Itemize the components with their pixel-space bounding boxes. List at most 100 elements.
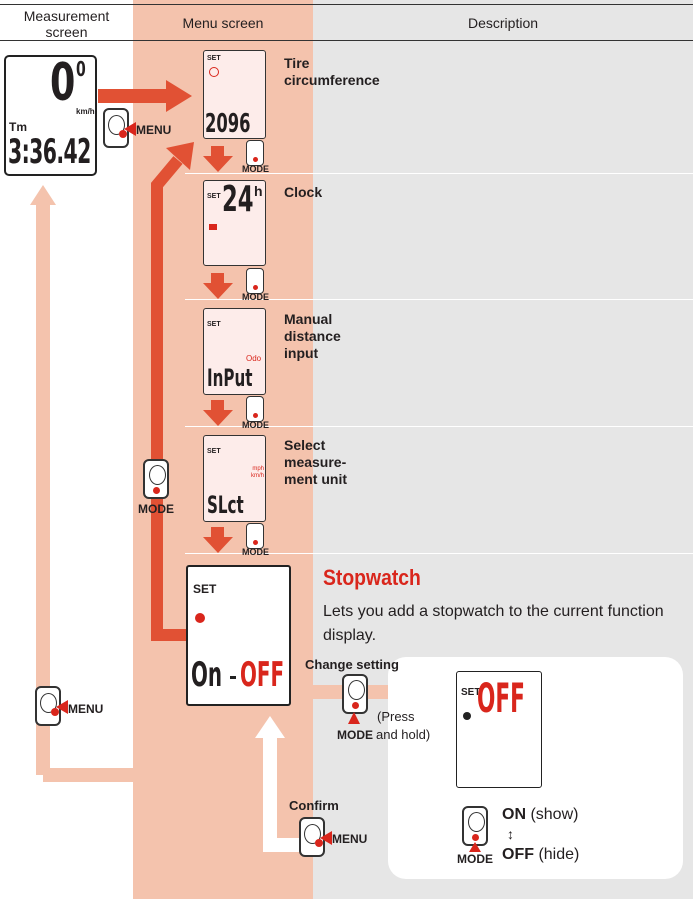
stopwatch-lcd: SET On OFF [186, 565, 291, 706]
clock-lcd: SET 24 h [203, 179, 266, 266]
mode-button[interactable] [246, 140, 264, 166]
on-option: ON (show) [502, 806, 578, 824]
mode-loop-arrow [151, 156, 186, 641]
speed-unit: km/h [76, 107, 95, 116]
button-indicator-icon [119, 130, 127, 138]
stopwatch-description: Lets you add a stopwatch to the current … [323, 603, 664, 644]
measurement-lcd: 0 0 km/h Tm 3:36.42 [4, 55, 97, 176]
button-indicator-icon [253, 413, 258, 418]
label-tire: Tire circumference [284, 55, 380, 88]
off-label: OFF [502, 846, 534, 863]
stopwatch-off-value: OFF [240, 655, 285, 695]
clock-value: 24 [222, 179, 254, 220]
menu-arrow-icon [124, 122, 136, 136]
set-indicator: SET [193, 582, 217, 596]
off-desc: (hide) [538, 846, 580, 863]
tire-lcd: SET 2096 [203, 50, 266, 139]
clock-icon [209, 224, 217, 230]
stopwatch-icon [195, 613, 205, 623]
button-indicator-icon [153, 487, 160, 494]
down-arrows [203, 146, 233, 553]
button-face-icon [468, 812, 485, 832]
set-indicator: SET [207, 193, 221, 200]
header-top-line [0, 4, 693, 5]
toggle-arrows: ↕ [507, 826, 514, 842]
time-readout: 3:36.42 [8, 132, 91, 172]
set-indicator: SET [207, 321, 221, 328]
mode-button[interactable] [246, 523, 264, 549]
button-face-icon [149, 465, 166, 485]
menu-arrow-icon [56, 700, 68, 714]
press-hold-text: (Press [377, 709, 415, 724]
label-manual-distance: Manual distance input [284, 311, 341, 361]
return-loop-arrow [36, 205, 160, 782]
button-indicator-icon [472, 834, 479, 841]
clock-unit: h [254, 183, 263, 199]
label-unit-select: Select measure- ment unit [284, 437, 347, 487]
menu-button-label: MENU [136, 123, 172, 137]
return-menu-label: MENU [68, 702, 104, 716]
legend-mode-button[interactable] [462, 806, 488, 846]
button-face-icon [348, 680, 365, 700]
header-description: Description [467, 15, 539, 31]
tire-icon [209, 67, 219, 77]
button-indicator-icon [253, 285, 258, 290]
stopwatch-title: Stopwatch [323, 565, 421, 590]
mode-button-label: MODE [242, 547, 269, 557]
button-indicator-icon [315, 839, 323, 847]
button-indicator-icon [51, 708, 59, 716]
set-indicator: SET [207, 448, 221, 455]
menu-arrow-icon [320, 831, 332, 845]
mode-button-label: MODE [242, 164, 269, 174]
odo-label: Odo [246, 354, 262, 363]
up-arrow-icon [348, 712, 360, 724]
return-loop-arrowhead [30, 185, 56, 205]
button-indicator-icon [253, 157, 258, 162]
set-indicator: SET [461, 687, 481, 698]
set-indicator: SET [207, 55, 221, 62]
tm-label: Tm [9, 120, 27, 134]
button-indicator-icon [352, 702, 359, 709]
mode-button[interactable] [246, 396, 264, 422]
unit-options: mph km/h [250, 466, 264, 479]
setting-lcd: SET OFF [456, 671, 542, 788]
row-divider [185, 299, 693, 300]
menu-entry-arrowhead [166, 80, 192, 112]
confirm-arrow [263, 735, 300, 852]
button-indicator-icon [253, 540, 258, 545]
off-option: OFF (hide) [502, 846, 579, 864]
change-mode-button[interactable] [342, 674, 368, 714]
mode-loop-arrowhead [166, 142, 194, 170]
speed-readout: 0 [50, 53, 76, 113]
up-arrow-icon [469, 842, 481, 852]
separator-dot [230, 676, 236, 679]
mode-button-label: MODE [242, 420, 269, 430]
header-measurement-screen: Measurement screen [23, 8, 110, 40]
stopwatch-on-value: On [191, 655, 223, 695]
label-clock: Clock [284, 184, 323, 200]
change-mode-label: MODE [337, 728, 373, 742]
on-label: ON [502, 806, 526, 823]
loop-mode-button[interactable] [143, 459, 169, 499]
change-setting-label: Change setting [305, 657, 399, 672]
confirm-arrowhead [255, 716, 285, 738]
stopwatch-icon [463, 712, 471, 720]
input-value: InPut [207, 364, 253, 392]
confirm-menu-label: MENU [332, 832, 368, 846]
unit-select-lcd: SET mph km/h SLct [203, 435, 266, 522]
legend-mode-label: MODE [457, 852, 493, 866]
and-hold-text: and hold) [376, 727, 431, 742]
manual-distance-lcd: SET Odo InPut [203, 308, 266, 395]
confirm-label: Confirm [289, 798, 339, 813]
header-bottom-line [0, 40, 693, 41]
mode-button[interactable] [246, 268, 264, 294]
select-value: SLct [207, 491, 244, 519]
speed-decimal: 0 [76, 57, 86, 81]
row-divider [185, 553, 693, 554]
header-menu-screen: Menu screen [182, 15, 264, 31]
setting-off-value: OFF [477, 676, 525, 722]
tire-value: 2096 [205, 109, 251, 139]
row-divider [185, 426, 693, 427]
loop-mode-label: MODE [138, 502, 174, 516]
row-divider [185, 173, 693, 174]
